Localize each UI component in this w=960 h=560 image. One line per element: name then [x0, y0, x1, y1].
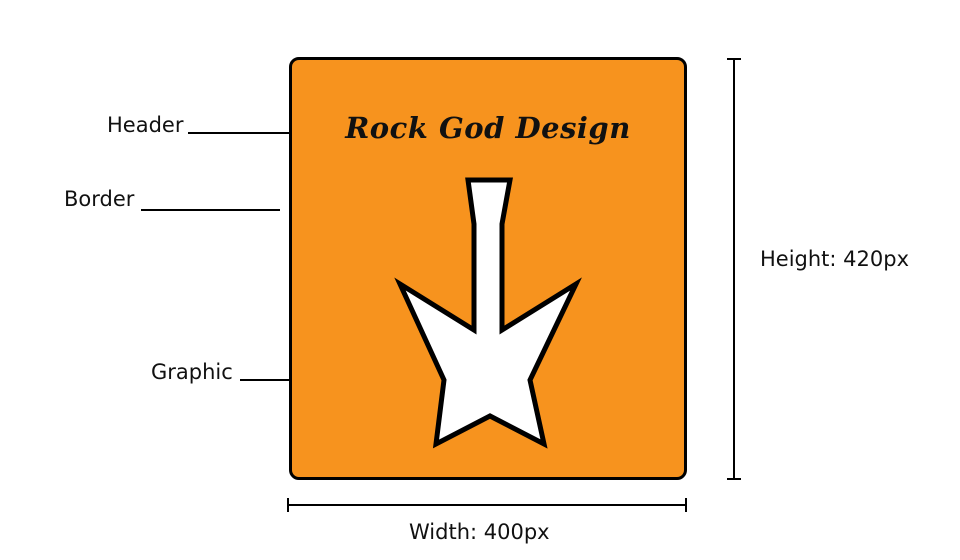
- card-header-title: Rock God Design: [345, 111, 631, 145]
- border-label: Border: [64, 187, 135, 211]
- guitar-icon: [394, 177, 582, 449]
- border-leader-line: [141, 209, 280, 211]
- width-dimension-label: Width: 400px: [409, 520, 550, 544]
- width-dimension-line: [287, 498, 687, 512]
- height-dimension-label: Height: 420px: [760, 247, 910, 271]
- header-leader-line: [188, 132, 308, 134]
- height-dimension-line: [727, 58, 741, 480]
- guitar-graphic: [394, 177, 582, 449]
- graphic-label: Graphic: [151, 360, 233, 384]
- design-card: Rock God Design: [289, 57, 687, 480]
- header-label: Header: [107, 113, 184, 137]
